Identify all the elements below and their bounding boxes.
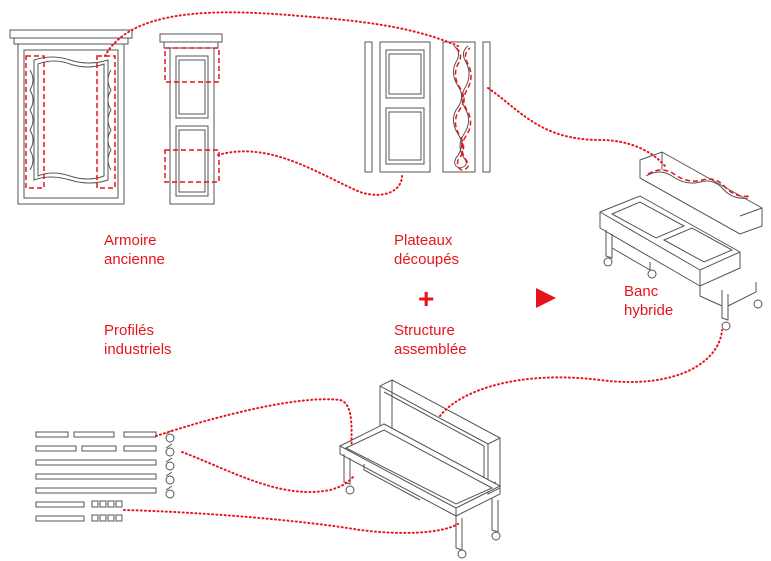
cut-panels-drawing	[364, 41, 491, 173]
plus-sign: +	[418, 283, 435, 314]
play-arrow-icon	[536, 288, 556, 308]
profiles-drawing	[35, 429, 175, 522]
hybrid-bench-drawing	[599, 151, 763, 331]
frame-structure-drawing	[338, 379, 502, 559]
wardrobe-front-drawing	[9, 29, 133, 205]
wardrobe-side-drawing	[159, 33, 223, 205]
connector-lines	[104, 11, 723, 534]
